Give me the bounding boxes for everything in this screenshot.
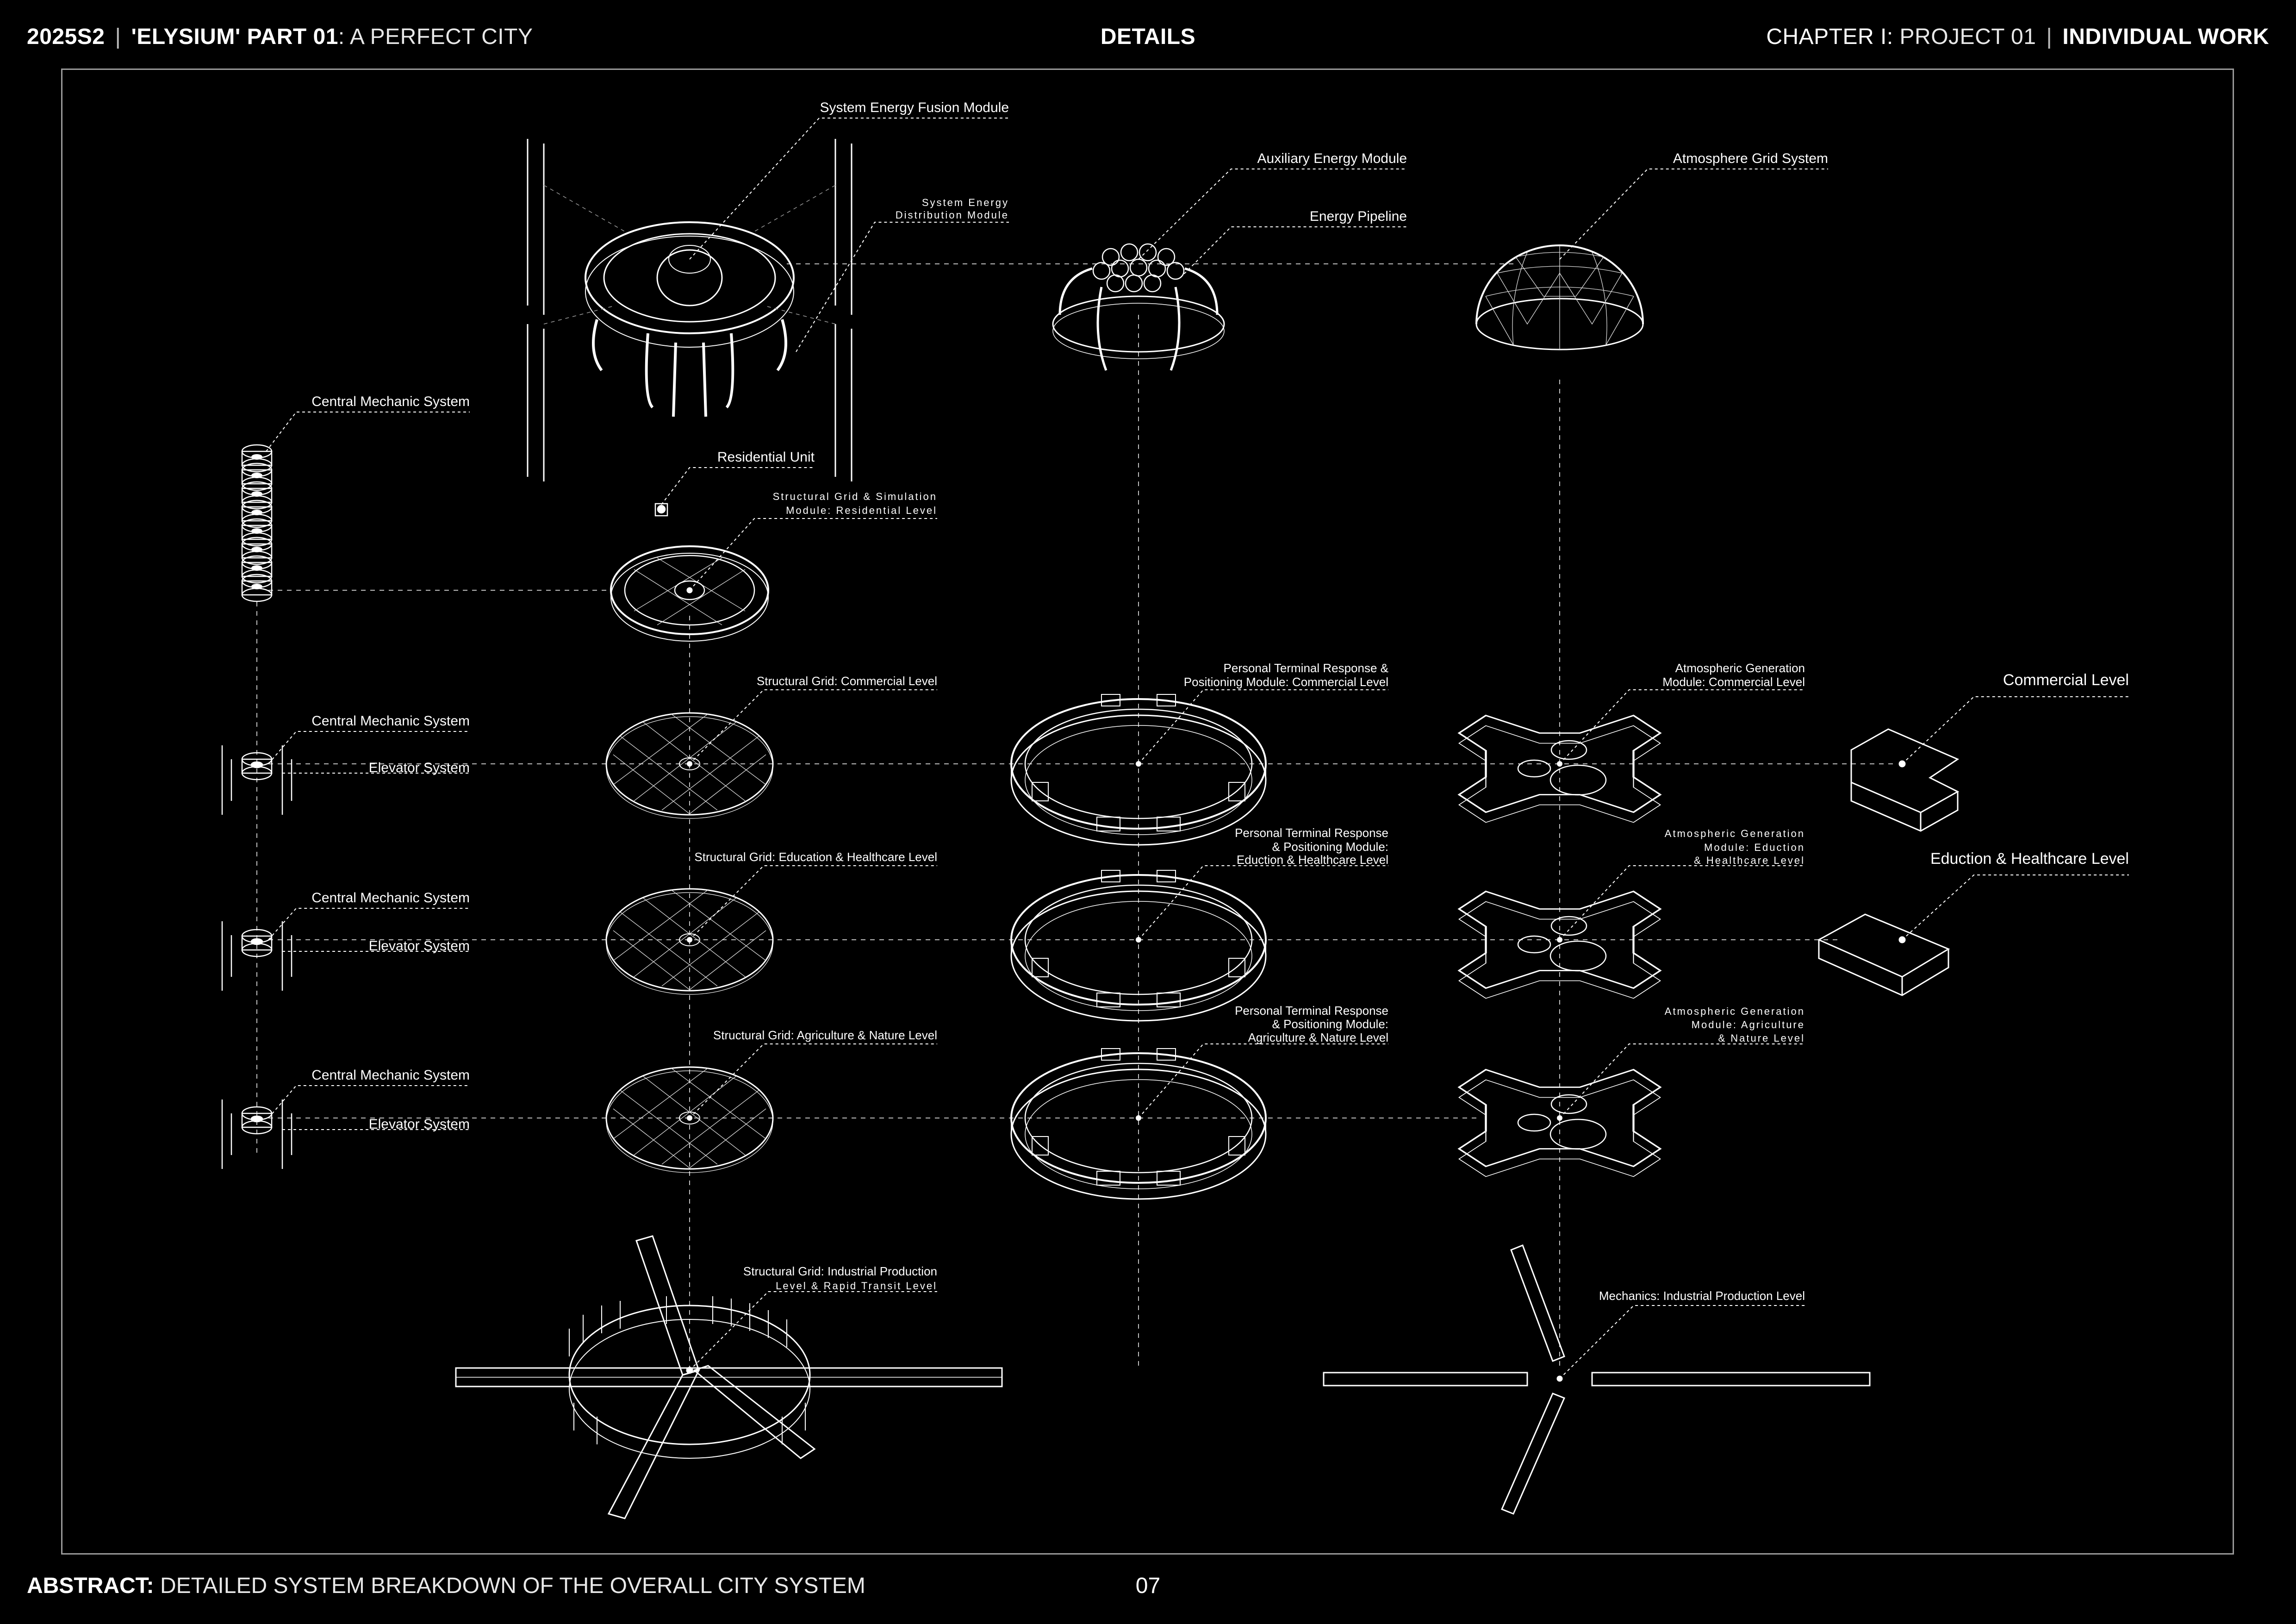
header-right: CHAPTER I: PROJECT 01 | INDIVIDUAL WORK bbox=[1766, 24, 2269, 50]
header-section-title: DETAILS bbox=[1100, 25, 1196, 49]
label-terminal-education-1: Personal Terminal Response bbox=[1235, 826, 1388, 840]
label-terminal-education-2: & Positioning Module: bbox=[1272, 840, 1388, 854]
label-structural-residential-2: Module: Residential Level bbox=[786, 505, 937, 516]
label-mechanics-industrial: Mechanics: Industrial Production Level bbox=[1599, 1289, 1805, 1303]
label-atmos-agriculture-2: Module: Agriculture bbox=[1692, 1019, 1805, 1031]
auxiliary-energy-module bbox=[1052, 243, 1225, 371]
footer-abstract-label: ABSTRACT: bbox=[27, 1574, 154, 1598]
header-left: 2025S2 | 'ELYSIUM' PART 01: A PERFECT CITY bbox=[27, 24, 533, 50]
label-residential-unit: Residential Unit bbox=[717, 450, 815, 465]
header-year: 2025S2 bbox=[27, 25, 105, 49]
header-chapter-project: PROJECT 01 bbox=[1893, 25, 2036, 49]
central-mechanic-stack bbox=[241, 444, 273, 602]
commercial-level-block bbox=[1850, 728, 1960, 832]
footer-page-number: 07 bbox=[1135, 1574, 1161, 1598]
header-project-title: 'ELYSIUM' PART 01 bbox=[131, 25, 338, 49]
system-energy-fusion-module bbox=[527, 139, 852, 481]
vertical-axes bbox=[256, 315, 1560, 1370]
label-energy-distribution-1: System Energy bbox=[922, 197, 1009, 208]
label-system-energy-fusion: System Energy Fusion Module bbox=[820, 100, 1009, 115]
label-structural-commercial: Structural Grid: Commercial Level bbox=[757, 674, 937, 688]
label-atmos-commercial-1: Atmospheric Generation bbox=[1675, 661, 1805, 675]
label-structural-industrial-2: Level & Rapid Transit Level bbox=[776, 1280, 937, 1292]
header-work-type: INDIVIDUAL WORK bbox=[2062, 25, 2269, 49]
header-project-subtitle: : A PERFECT CITY bbox=[338, 25, 533, 49]
label-atmos-agriculture-3: & Nature Level bbox=[1718, 1032, 1805, 1044]
education-level-block bbox=[1817, 913, 1950, 996]
label-structural-industrial-1: Structural Grid: Industrial Production bbox=[743, 1264, 937, 1278]
horizontal-dashed-lines bbox=[268, 263, 1898, 1118]
label-atmosphere-grid: Atmosphere Grid System bbox=[1673, 151, 1828, 166]
label-atmos-agriculture-1: Atmospheric Generation bbox=[1665, 1006, 1805, 1017]
label-auxiliary-energy: Auxiliary Energy Module bbox=[1257, 151, 1407, 166]
label-terminal-education-3: Eduction & Healthcare Level bbox=[1237, 853, 1388, 867]
label-education-level: Eduction & Healthcare Level bbox=[1930, 850, 2129, 868]
header-separator-right: | bbox=[2046, 25, 2053, 49]
label-structural-education: Structural Grid: Education & Healthcare … bbox=[694, 850, 937, 864]
header-chapter: CHAPTER I: bbox=[1766, 25, 1893, 49]
label-energy-distribution-2: Distribution Module bbox=[896, 209, 1009, 221]
label-central-mechanic-1: Central Mechanic System bbox=[311, 713, 470, 729]
label-atmos-education-1: Atmospheric Generation bbox=[1665, 828, 1805, 839]
label-structural-agriculture: Structural Grid: Agriculture & Nature Le… bbox=[713, 1028, 937, 1042]
label-terminal-agriculture-1: Personal Terminal Response bbox=[1235, 1004, 1388, 1018]
atmosphere-grid-dome bbox=[1475, 244, 1644, 350]
residential-unit bbox=[654, 503, 668, 517]
label-elevator-3: Elevator System bbox=[369, 1117, 470, 1132]
label-elevator-2: Elevator System bbox=[369, 938, 470, 954]
label-structural-residential-1: Structural Grid & Simulation bbox=[773, 491, 937, 502]
label-terminal-agriculture-2: & Positioning Module: bbox=[1272, 1017, 1388, 1031]
label-central-mechanic-top: Central Mechanic System bbox=[311, 394, 470, 409]
leader-lines bbox=[266, 118, 2129, 1379]
label-atmos-commercial-2: Module: Commercial Level bbox=[1662, 675, 1805, 689]
label-commercial-level: Commercial Level bbox=[2003, 671, 2129, 689]
label-terminal-commercial-1: Personal Terminal Response & bbox=[1224, 661, 1388, 675]
footer-abstract-text: DETAILED SYSTEM BREAKDOWN OF THE OVERALL… bbox=[154, 1574, 865, 1598]
label-energy-pipeline: Energy Pipeline bbox=[1310, 209, 1407, 224]
label-atmos-education-3: & Healthcare Level bbox=[1694, 855, 1805, 866]
diagram-frame bbox=[61, 69, 2234, 1555]
label-central-mechanic-2: Central Mechanic System bbox=[311, 890, 470, 906]
footer-abstract: ABSTRACT: DETAILED SYSTEM BREAKDOWN OF T… bbox=[27, 1573, 865, 1599]
label-terminal-agriculture-3: Agriculture & Nature Level bbox=[1248, 1031, 1388, 1044]
industrial-mechanics-arms bbox=[1323, 1244, 1871, 1515]
industrial-transit-structure bbox=[455, 1235, 1003, 1519]
label-central-mechanic-3: Central Mechanic System bbox=[311, 1068, 470, 1083]
label-elevator-1: Elevator System bbox=[369, 760, 470, 775]
level-mechanics bbox=[221, 745, 292, 1169]
header-separator: | bbox=[115, 25, 121, 49]
label-terminal-commercial-2: Positioning Module: Commercial Level bbox=[1184, 675, 1388, 689]
label-atmos-education-2: Module: Eduction bbox=[1704, 842, 1805, 853]
